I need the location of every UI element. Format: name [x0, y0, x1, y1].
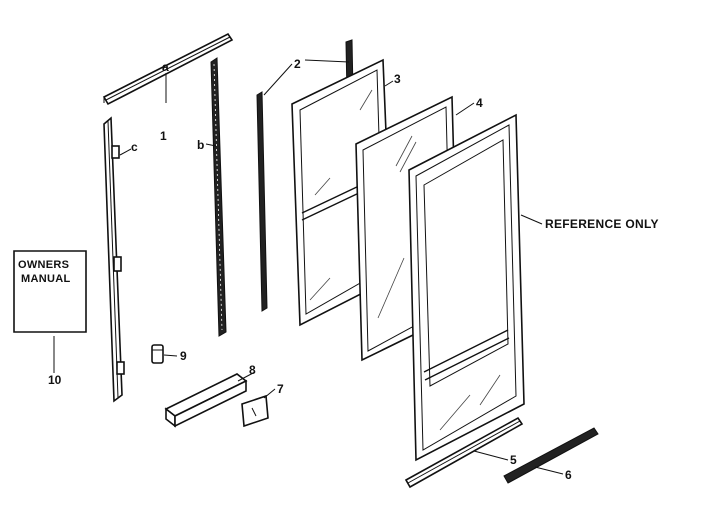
leader-lines — [53, 59, 564, 475]
side-jamb-part — [103, 116, 125, 403]
sweep-strip-part — [503, 427, 599, 484]
callout-7: 7 — [277, 382, 284, 396]
callout-3: 3 — [394, 72, 401, 86]
bracket-part — [241, 394, 269, 428]
callout-a: a — [162, 60, 169, 74]
bottom-rail-part — [404, 416, 524, 489]
callout-8: 8 — [249, 363, 256, 377]
callout-2: 2 — [294, 57, 301, 71]
top-rail-part — [102, 32, 234, 106]
callout-c: c — [131, 140, 138, 154]
owners-manual-part — [13, 250, 87, 333]
jamb-seal-part — [210, 57, 227, 337]
reference-only-note: REFERENCE ONLY — [545, 217, 659, 231]
callout-b: b — [197, 138, 204, 152]
door-frame-reference — [408, 113, 525, 462]
callout-4: 4 — [476, 96, 483, 110]
callout-9: 9 — [180, 349, 187, 363]
callout-1: 1 — [160, 129, 167, 143]
callout-6: 6 — [565, 468, 572, 482]
callout-5: 5 — [510, 453, 517, 467]
sill-block-part — [164, 373, 248, 428]
callout-labels: a 1 b c 2 3 4 5 6 7 8 9 10 REFERENCE ONL… — [18, 57, 659, 482]
callout-10: 10 — [48, 373, 62, 387]
manual-title-line1: OWNERS — [18, 259, 69, 271]
cap-fitting-part — [151, 344, 164, 364]
manual-title-line2: MANUAL — [21, 273, 70, 285]
